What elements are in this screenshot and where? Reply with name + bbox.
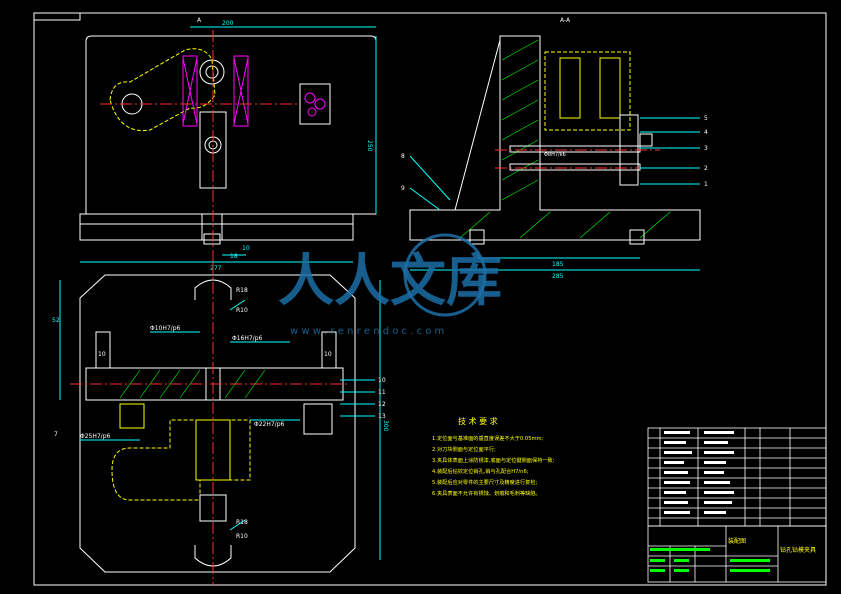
front-view-fit-10: Φ10H7/p6	[150, 325, 181, 332]
top-view-dim-small-b: 10	[242, 245, 250, 252]
side-view-balloon-1: 1	[704, 181, 708, 188]
top-view-plate	[85, 35, 377, 215]
side-view-balloon-2: 2	[704, 165, 708, 172]
watermark-main: 人人文库	[278, 249, 502, 314]
side-view-workpiece	[544, 51, 631, 131]
front-view-r10-bottom: R10	[236, 533, 248, 540]
front-view	[59, 262, 381, 585]
tech-req-item-2: 2.对刀块侧面与定位面平行;	[432, 445, 496, 453]
tech-req-item-6: 6.夹具表面不允许有锈蚀、划痕和毛刺等缺陷。	[432, 489, 541, 497]
top-view-dim-width: 200	[222, 20, 234, 27]
side-view-fit-label: Φ8H7/k6	[544, 152, 566, 158]
front-view-fit-25: Φ25H7/p6	[80, 433, 111, 440]
front-view-balloon-10: 10	[378, 377, 386, 384]
top-view-dim-height: 250	[366, 140, 373, 152]
front-view-balloon-12: 12	[378, 401, 386, 408]
tech-req-item-4: 4.装配后钻铰定位销孔,销与孔配合H7/n6;	[432, 467, 529, 475]
top-view-locator-block	[299, 83, 331, 125]
front-view-tag-right: 10	[324, 351, 332, 358]
side-view-balloon-9: 9	[401, 185, 405, 192]
front-view-r10-top: R10	[236, 307, 248, 314]
top-view-base	[79, 213, 354, 241]
sheet-frame	[33, 12, 827, 586]
title-block-drawing-name: 钻孔钻模夹具	[780, 546, 816, 554]
watermark-circle	[403, 233, 487, 317]
front-view-tag-left: 10	[98, 351, 106, 358]
top-view	[79, 26, 377, 263]
front-view-balloon-7: 7	[54, 431, 58, 438]
side-view-title: A-A	[560, 17, 571, 24]
front-view-radius-bottom: R18	[236, 519, 248, 526]
tech-req-item-1: 1.定位面与基准面的垂直度误差不大于0.05mm;	[432, 434, 544, 442]
side-view-dim-mid: 185	[552, 261, 564, 268]
title-block-cells	[650, 548, 770, 572]
tech-req-item-5: 5.装配后应对零件的主要尺寸及精度进行复检;	[432, 478, 538, 486]
front-view-dim-right: 300	[382, 420, 389, 432]
side-view-balloon-3: 3	[704, 145, 708, 152]
title-block-drawing-type: 装配图	[728, 537, 746, 545]
front-view-fit-22: Φ22H7/p6	[254, 421, 285, 428]
front-view-workpiece	[111, 419, 251, 501]
front-view-balloon-13: 13	[378, 413, 386, 420]
top-view-dim-small-a: 18	[230, 253, 238, 260]
top-view-workpiece	[109, 48, 216, 132]
tech-req-title: 技 术 要 求	[458, 416, 498, 426]
tech-req-item-3: 3.夹具体表面上涂防锈漆,底面与定位键侧面保持一致;	[432, 456, 555, 464]
side-view-balloon-5: 5	[704, 115, 708, 122]
top-view-section-mark: A	[197, 17, 202, 24]
side-view-balloon-8: 8	[401, 153, 405, 160]
front-view-dim-left: 52	[52, 317, 60, 324]
side-view-dim-bottom: 285	[552, 273, 564, 280]
parts-list	[647, 427, 827, 527]
side-view-body	[409, 35, 701, 241]
sheet-corner-tab	[33, 12, 81, 21]
front-view-fit-16: Φ16H7/p6	[232, 335, 263, 342]
top-view-dim-base: 277	[210, 265, 222, 272]
title-block	[647, 525, 827, 583]
side-view	[409, 35, 701, 271]
front-view-radius-top: R18	[236, 287, 248, 294]
front-view-balloon-11: 11	[378, 389, 386, 396]
front-view-plate	[79, 274, 356, 573]
watermark-url: w w w . r e n r e n d o c . c o m	[290, 326, 444, 337]
side-view-balloon-4: 4	[704, 129, 708, 136]
parts-list-entries	[664, 431, 734, 514]
